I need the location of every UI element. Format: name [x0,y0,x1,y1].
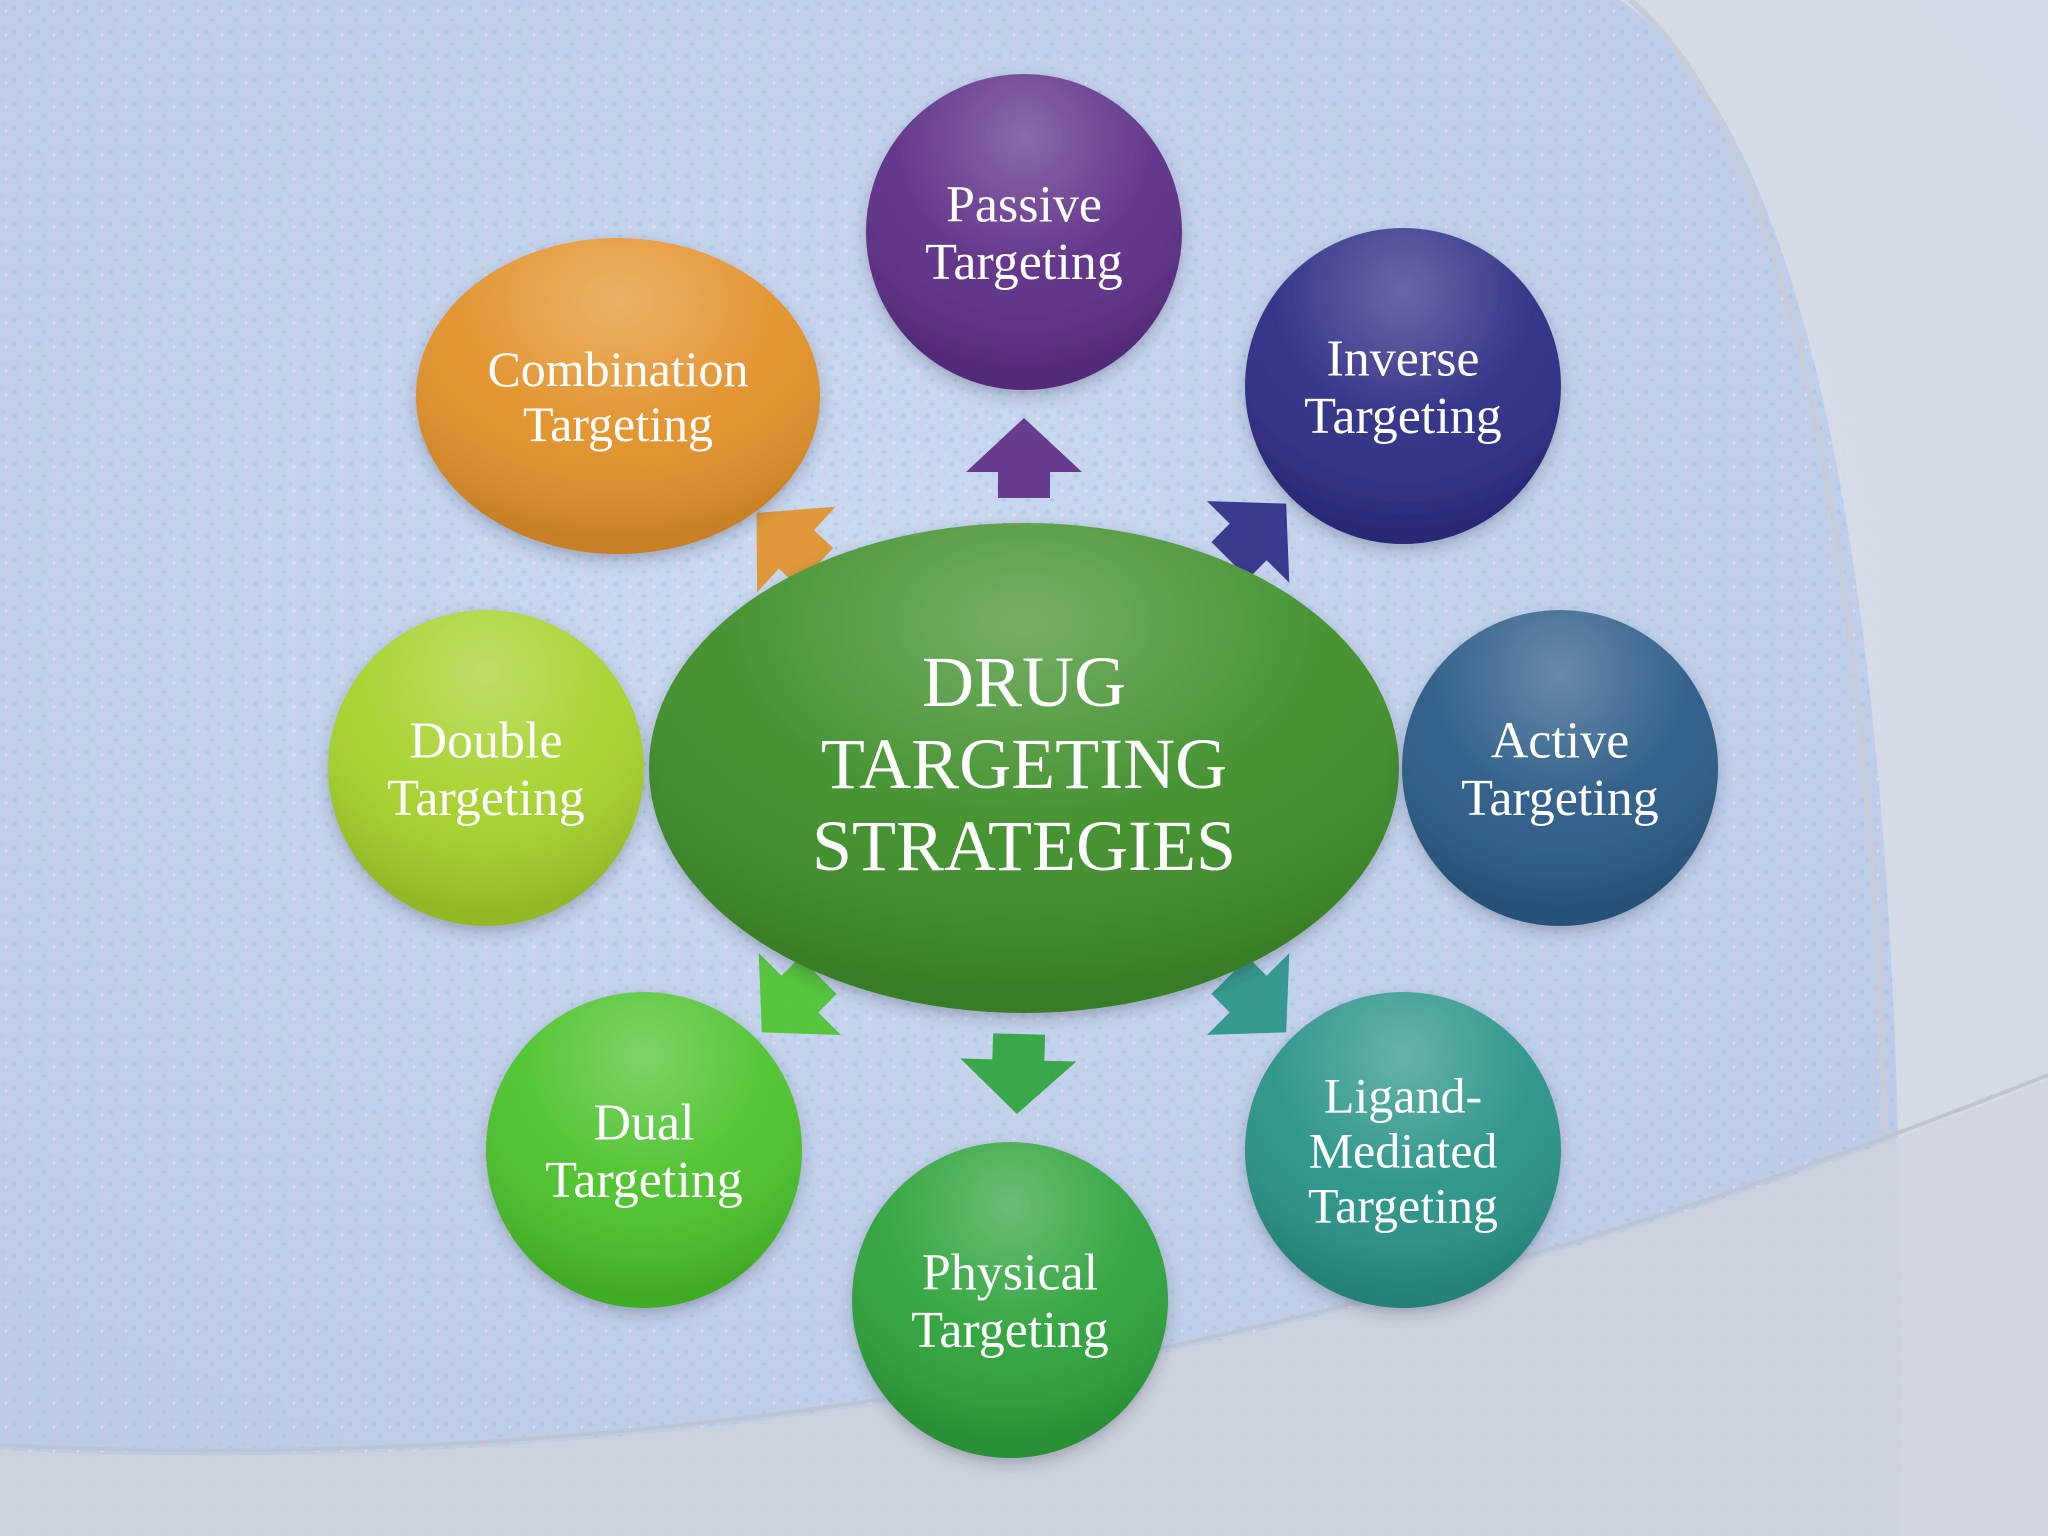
node-active-label-line-1: Active [1491,713,1630,770]
node-dual-label-line-2: Targeting [545,1152,743,1209]
decorative-arc-bottom [0,1080,2048,1536]
arrow-to-passive [966,418,1082,498]
arrow-to-physical [960,1033,1077,1114]
node-active-shine [1402,610,1718,926]
node-combination-shine [416,238,820,554]
node-passive-shine [866,74,1182,390]
arrows-layer [756,418,1290,1114]
center-shine [649,523,1399,1013]
node-combination-label-line-1: Combination [487,341,748,397]
arrow-to-inverse [1206,501,1290,583]
center-line-2: TARGETING [821,724,1227,804]
node-dual-label-line-1: Dual [593,1095,694,1152]
node-ligand-mediated-shine [1245,992,1561,1308]
node-physical-shine [852,1142,1168,1458]
center-hub: DRUG TARGETING STRATEGIES [649,523,1399,1013]
center-line-3: STRATEGIES [812,806,1236,886]
node-ligand-mediated-label-line-2: Mediated [1309,1123,1498,1179]
arrow-to-dual [758,953,841,1035]
node-inverse-label-line-2: Targeting [1304,388,1502,445]
node-passive-label-line-2: Targeting [925,234,1123,291]
center-line-1: DRUG [922,642,1126,722]
node-physical-label-line-1: Physical [922,1245,1098,1302]
node-inverse-shine [1245,228,1561,544]
node-passive-label-line-1: Passive [946,177,1102,234]
node-inverse-label-line-1: Inverse [1326,331,1479,388]
arrow-to-combination [756,506,836,593]
node-ligand-mediated-label-line-3: Targeting [1308,1178,1498,1234]
node-double-shine [328,610,644,926]
node-active-label-line-2: Targeting [1461,770,1659,827]
node-combination-label-line-2: Targeting [523,396,713,452]
arrow-to-ligand-mediated [1206,953,1290,1035]
node-double-label-line-2: Targeting [387,770,585,827]
node-dual-shine [486,992,802,1308]
node-physical-label-line-2: Targeting [911,1302,1109,1359]
nodes-layer: PassiveTargetingInverseTargetingActiveTa… [328,74,1718,1458]
node-ligand-mediated-label-line-1: Ligand- [1324,1068,1482,1124]
node-double-label-line-1: Double [409,713,562,770]
